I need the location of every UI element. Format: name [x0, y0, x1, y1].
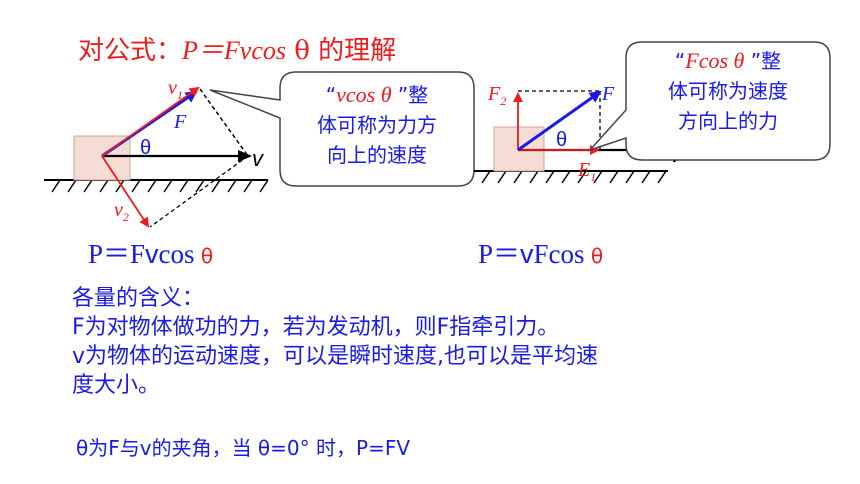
label-v2: v2 [114, 199, 129, 224]
title-theta: θ [285, 36, 310, 66]
explanation-velocity: v为物体的运动速度，可以是瞬时速度,也可以是平均速 [72, 344, 599, 369]
title-suffix: 的理解 [318, 36, 397, 66]
block-left [73, 135, 131, 181]
callout-right-line2: 体可称为速度 [668, 79, 788, 103]
label-F-left: F [173, 111, 187, 133]
callout-text-left: “vcos θ ”整 体可称为力方 向上的速度 [284, 80, 470, 170]
label-F2: F2 [487, 83, 506, 108]
force-arrow-right [517, 90, 602, 152]
callout-bubble-right [587, 41, 831, 161]
explanation-force: F为对物体做功的力，若为发动机，则F指牵引力。 [72, 315, 560, 340]
label-F-right: F [601, 83, 615, 105]
label-theta-left: θ [140, 137, 151, 159]
explanation-angle: θ为F与v的夹角，当 θ=0° 时，P=FV [76, 436, 411, 460]
explanation-velocity-cont: 度大小。 [72, 373, 161, 398]
label-v-left: v [252, 146, 265, 171]
v1-arrow [101, 86, 200, 157]
callout-bubble-left [209, 71, 475, 187]
ground-hatch-left [51, 179, 269, 193]
callout-left-line2: 体可称为力方 [317, 113, 437, 137]
page-title: 对公式：P＝Fvcos θ 的理解 [78, 30, 396, 67]
title-prefix: 对公式： [78, 36, 183, 66]
explanation-block: 各量的含义： F为对物体做功的力，若为发动机，则F指牵引力。 v为物体的运动速度… [72, 284, 812, 400]
left-diagram: v1 F θ v v2 [44, 77, 269, 228]
label-v1: v1 [168, 77, 183, 102]
explanation-heading: 各量的含义： [72, 286, 205, 311]
label-theta-right: θ [556, 129, 567, 151]
label-E1: E1 [577, 159, 596, 184]
formula-left: P＝Fvcos θ [88, 239, 214, 269]
callout-text-right: “Fcos θ ”整 体可称为速度 方向上的力 [628, 46, 828, 136]
ground-hatch-right [481, 170, 667, 184]
right-diagram: F2 F θ E1 v [474, 83, 683, 184]
dashed-construction-left [149, 88, 249, 228]
v2-arrow [101, 155, 150, 228]
callout-right-line1: “Fcos θ ”整 [674, 48, 782, 73]
callout-left-line1: “vcos θ ”整 [325, 82, 429, 107]
callout-left-line3: 向上的速度 [327, 143, 427, 167]
callout-right-line3: 方向上的力 [678, 109, 778, 133]
formula-right: P＝vFcos θ [478, 239, 604, 269]
title-formula: P＝Fvcos [182, 36, 286, 65]
